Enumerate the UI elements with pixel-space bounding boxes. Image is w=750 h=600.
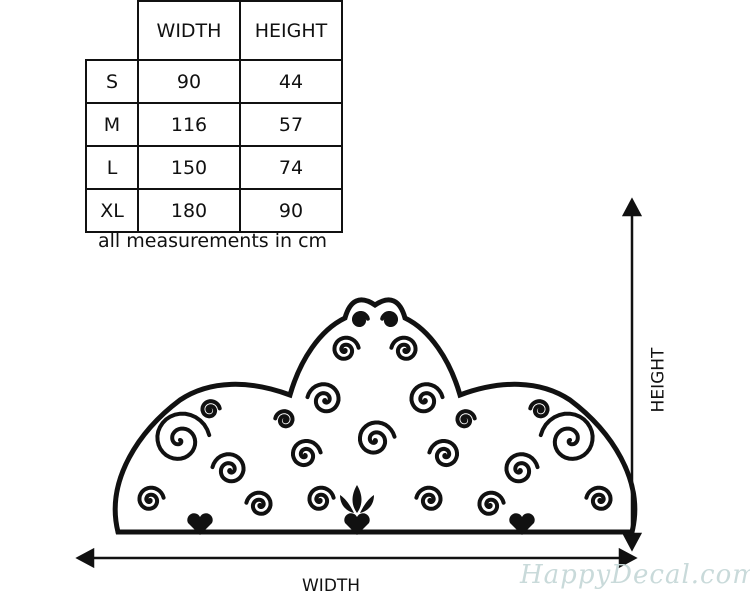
header-width: WIDTH xyxy=(137,0,241,61)
scroll-spiral xyxy=(155,411,212,461)
scroll-spiral xyxy=(291,439,323,468)
scroll-spiral xyxy=(200,399,222,419)
measurement-caption: all measurements in cm xyxy=(98,230,328,252)
scroll-spiral xyxy=(477,490,506,516)
scroll-spiral xyxy=(584,485,613,511)
height-cell: 74 xyxy=(239,145,343,190)
width-cell: 180 xyxy=(137,188,241,233)
scroll-spiral xyxy=(137,485,166,511)
table-row: L 150 74 xyxy=(85,145,343,190)
table-row: S 90 44 xyxy=(85,59,343,104)
headboard-ornament xyxy=(112,297,638,535)
height-arrow xyxy=(621,197,643,552)
size-cell: S xyxy=(85,59,139,104)
scroll-spiral xyxy=(409,382,445,414)
header-height: HEIGHT xyxy=(239,0,343,61)
ornament-outline xyxy=(112,297,638,535)
width-cell: 116 xyxy=(137,102,241,147)
scroll-spiral xyxy=(504,452,540,484)
scroll-spiral xyxy=(307,485,336,511)
blank-cell xyxy=(86,1,139,61)
ornament-hearts xyxy=(187,485,535,535)
scroll-spiral xyxy=(358,420,397,455)
width-label: WIDTH xyxy=(302,576,361,596)
ornament-scrolls xyxy=(137,311,613,516)
table-row: M 116 57 xyxy=(85,102,343,147)
scroll-spiral xyxy=(273,409,295,429)
size-cell: XL xyxy=(85,188,139,233)
scroll-spiral xyxy=(305,382,341,414)
scroll-spiral xyxy=(389,335,418,361)
scroll-spiral xyxy=(244,490,273,516)
height-label: HEIGHT xyxy=(648,347,669,413)
heart-icon xyxy=(187,513,213,535)
size-cell: M xyxy=(85,102,139,147)
width-cell: 90 xyxy=(137,59,241,104)
scroll-spiral xyxy=(427,439,459,468)
scroll-spiral xyxy=(414,485,443,511)
fleur-icon xyxy=(340,485,374,513)
scroll-spiral xyxy=(210,452,246,484)
size-cell: L xyxy=(85,145,139,190)
scroll-spiral xyxy=(455,409,477,429)
scroll-spiral xyxy=(332,335,361,361)
scroll-spiral xyxy=(538,411,595,461)
height-cell: 44 xyxy=(239,59,343,104)
scroll-spiral xyxy=(380,311,398,327)
heart-icon xyxy=(509,513,535,535)
size-table: WIDTH HEIGHT S 90 44 M 116 57 L 150 74 X… xyxy=(85,0,343,233)
table-row: XL 180 90 xyxy=(85,188,343,233)
scroll-spiral xyxy=(528,399,550,419)
height-cell: 57 xyxy=(239,102,343,147)
width-arrow xyxy=(75,547,638,569)
width-cell: 150 xyxy=(137,145,241,190)
scroll-spiral xyxy=(352,311,370,327)
height-cell: 90 xyxy=(239,188,343,233)
watermark-logo: HappyDecal.com xyxy=(520,560,750,590)
heart-icon xyxy=(344,513,370,535)
